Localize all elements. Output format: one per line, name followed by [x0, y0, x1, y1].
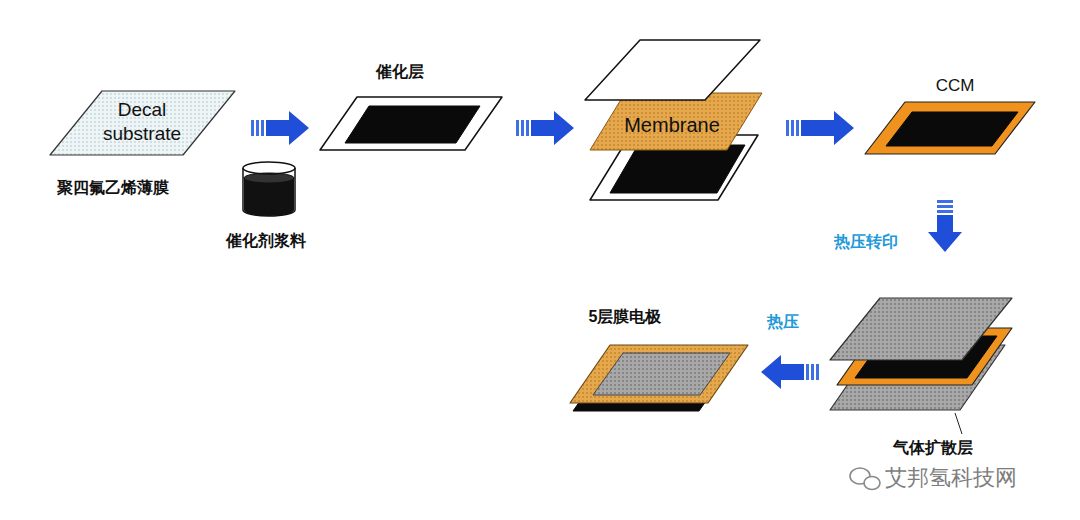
- arrow-tail-stripe: [256, 120, 259, 136]
- arrow-tail-stripe: [937, 210, 953, 213]
- membrane-stack: Membrane: [580, 35, 780, 205]
- arrow-tail-stripe: [516, 120, 519, 136]
- arrow-tail-stripe: [937, 205, 953, 208]
- beaker-body: [243, 168, 295, 216]
- five-layer-mea: 5层膜电极: [565, 303, 755, 415]
- arrow-tail-stripe: [251, 120, 254, 136]
- mea-heading: 5层膜电极: [580, 307, 670, 327]
- gdl-label: 气体扩散层: [883, 438, 983, 458]
- ccm-heading: CCM: [925, 75, 985, 96]
- process-arrow: [928, 200, 962, 252]
- lower-catalyst: [610, 145, 745, 193]
- upper-decal: [585, 40, 760, 100]
- ccm-catalyst: [886, 112, 1018, 146]
- slurry-label: 催化剂浆料: [226, 231, 306, 252]
- arrow-body: [801, 111, 854, 145]
- arrow-tail-stripe: [526, 120, 529, 136]
- layer-heading: 催化层: [360, 62, 440, 82]
- icon-bubble: [864, 477, 880, 490]
- upper-gdl: [830, 298, 1012, 360]
- membrane-label: Membrane: [617, 113, 727, 138]
- upper-gdl: [593, 353, 730, 395]
- arrow-tail-stripe: [811, 364, 814, 380]
- process-arrow: [761, 355, 819, 389]
- decal-frame: [320, 97, 502, 150]
- arrow-tail-stripe: [806, 364, 809, 380]
- ccm-sheet: CCM: [860, 72, 1040, 162]
- process-arrow: [251, 111, 309, 145]
- slurry-liquid: [244, 178, 294, 216]
- arrow-tail-stripe: [937, 200, 953, 203]
- arrow-body: [761, 355, 804, 389]
- catalyst-layer-sheet: 催化层: [315, 60, 510, 155]
- slurry-beaker: [243, 162, 295, 216]
- gdl-stack: 气体扩散层: [825, 290, 1020, 462]
- ptfe-film: [50, 91, 235, 155]
- catalyst-layer: [345, 106, 480, 143]
- process-arrow: [786, 111, 854, 145]
- material-caption: 聚四氟乙烯薄膜: [48, 178, 178, 198]
- sheet-label: Decal substrate: [92, 98, 192, 146]
- process-step-label: 热压转印: [832, 232, 900, 253]
- process-step-label: 热压: [765, 312, 801, 333]
- arrow-tail-stripe: [786, 120, 789, 136]
- membrane-sheet: [590, 93, 762, 150]
- node-outline: [825, 290, 1020, 462]
- arrow-body: [928, 215, 962, 252]
- arrow-tail-stripe: [816, 364, 819, 380]
- watermark-icon: [850, 468, 880, 490]
- watermark-text: 艾邦氢科技网: [885, 463, 1017, 493]
- arrow-body: [266, 111, 309, 145]
- arrow-tail-stripe: [261, 120, 264, 136]
- ccm-membrane: [865, 102, 1035, 154]
- membrane-frame: [570, 345, 748, 403]
- arrow-tail-stripe: [796, 120, 799, 136]
- arrow-tail-stripe: [791, 120, 794, 136]
- arrow-tail-stripe: [521, 120, 524, 136]
- decal-substrate-sheet: Decal substrate 聚四氟乙烯薄膜: [45, 88, 245, 206]
- process-arrow: [516, 111, 574, 145]
- arrow-body: [531, 111, 574, 145]
- leader-line: [955, 413, 962, 434]
- beaker-rim: [243, 162, 295, 174]
